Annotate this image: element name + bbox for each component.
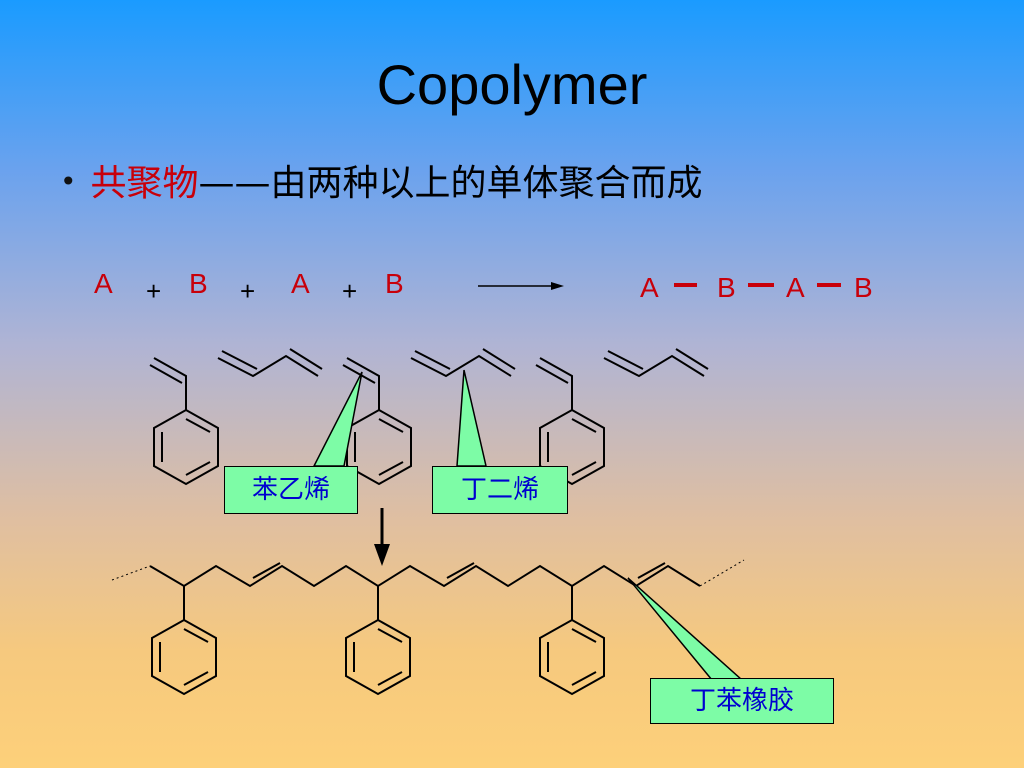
butadiene-molecule-1 bbox=[217, 348, 323, 378]
callout-pointer-sbr bbox=[627, 577, 744, 681]
callout-styrene: 苯乙烯 bbox=[224, 466, 358, 514]
bullet-line: • 共聚物——由两种以上的单体聚合而成 bbox=[60, 154, 703, 206]
bullet-dot: • bbox=[60, 165, 77, 198]
bullet-dash: —— bbox=[198, 163, 271, 204]
monomer-a-2: A bbox=[291, 268, 310, 299]
styrene-molecule-3 bbox=[535, 357, 605, 486]
monomer-b-1: B bbox=[189, 268, 208, 299]
bullet-term: 共聚物 bbox=[90, 163, 199, 204]
callout-butadiene: 丁二烯 bbox=[432, 466, 568, 514]
butadiene-molecule-2 bbox=[410, 348, 516, 378]
product-b-1: B bbox=[717, 272, 736, 303]
down-arrow-icon bbox=[374, 508, 390, 566]
bullet-text: 由两种以上的单体聚合而成 bbox=[270, 163, 703, 204]
callout-sbr: 丁苯橡胶 bbox=[650, 678, 834, 724]
slide-title: Copolymer bbox=[376, 53, 648, 116]
plus-sign-1: + bbox=[146, 276, 162, 306]
monomer-row bbox=[149, 348, 709, 486]
product-b-2: B bbox=[854, 272, 873, 303]
callout-pointer-butadiene bbox=[456, 369, 487, 467]
plus-sign-3: + bbox=[342, 276, 358, 306]
plus-sign-2: + bbox=[240, 276, 256, 306]
styrene-molecule-1 bbox=[149, 357, 219, 486]
butadiene-molecule-3 bbox=[603, 348, 709, 378]
product-a-1: A bbox=[640, 272, 659, 303]
reaction-arrow bbox=[478, 282, 564, 290]
product-a-2: A bbox=[786, 272, 805, 303]
monomer-b-2: B bbox=[385, 268, 404, 299]
monomer-a-1: A bbox=[94, 268, 113, 299]
polymer-chain bbox=[111, 559, 745, 696]
